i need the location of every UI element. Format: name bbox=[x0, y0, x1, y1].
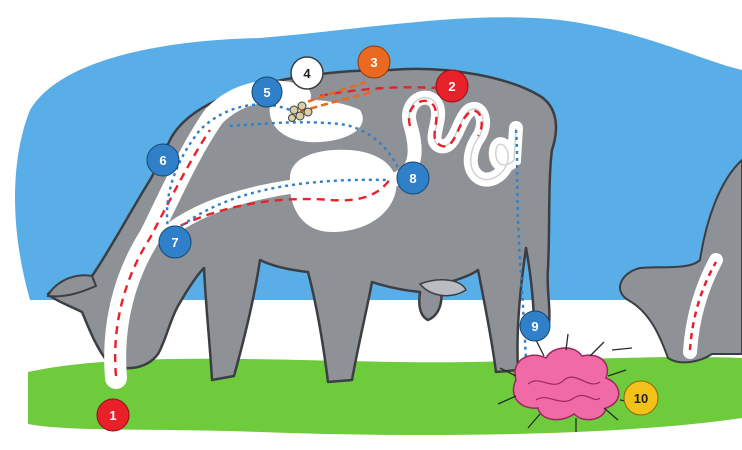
marker-10: 10 bbox=[624, 381, 658, 415]
marker-1: 1 bbox=[97, 399, 129, 431]
marker-2: 2 bbox=[436, 70, 468, 102]
marker-8: 8 bbox=[397, 162, 429, 194]
marker-5-label: 5 bbox=[263, 85, 270, 100]
marker-3: 3 bbox=[358, 46, 390, 78]
marker-7-label: 7 bbox=[171, 235, 178, 250]
marker-2-label: 2 bbox=[448, 79, 455, 94]
marker-6: 6 bbox=[147, 144, 179, 176]
marker-8-label: 8 bbox=[409, 171, 416, 186]
marker-9: 9 bbox=[520, 311, 550, 341]
marker-7: 7 bbox=[159, 226, 191, 258]
marker-4: 4 bbox=[291, 57, 323, 89]
marker-9-label: 9 bbox=[531, 319, 538, 334]
marker-4-label: 4 bbox=[303, 66, 311, 81]
marker-1-label: 1 bbox=[109, 408, 116, 423]
marker-6-label: 6 bbox=[159, 153, 166, 168]
marker-5: 5 bbox=[252, 77, 282, 107]
marker-10-label: 10 bbox=[634, 391, 648, 406]
marker-3-label: 3 bbox=[370, 55, 377, 70]
